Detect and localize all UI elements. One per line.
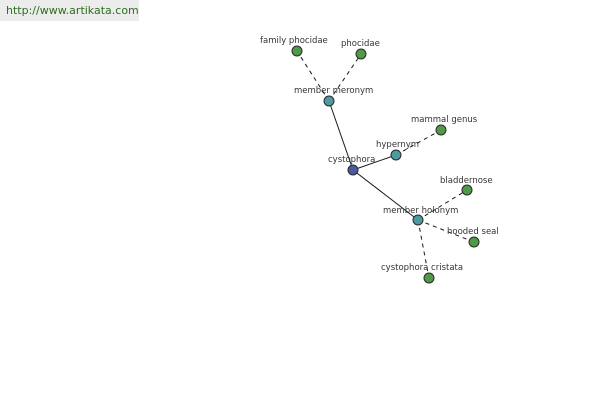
node-hooded-seal[interactable]: hooded seal	[447, 227, 499, 248]
node-mammal-genus-dot[interactable]	[435, 124, 447, 136]
node-member-holonym-label[interactable]: member holonym	[383, 206, 458, 216]
edge-center-member-holonym	[352, 169, 419, 221]
edge-meronym-phocidae	[328, 53, 362, 102]
node-family-phocidae[interactable]: family phocidae	[260, 36, 328, 57]
node-hooded-seal-label[interactable]: hooded seal	[447, 227, 499, 237]
node-mammal-genus[interactable]: mammal genus	[411, 115, 478, 136]
edge-holonym-bladdernose	[417, 189, 468, 221]
node-cystophora-dot[interactable]	[347, 164, 359, 176]
node-bladdernose-label[interactable]: bladdernose	[440, 176, 493, 186]
node-bladdernose-dot[interactable]	[461, 184, 473, 196]
edge-holonym-hooded-seal	[417, 219, 475, 243]
node-cystophora-label[interactable]: cystophora	[328, 155, 375, 165]
node-phocidae[interactable]: phocidae	[341, 39, 380, 60]
node-phocidae-dot[interactable]	[355, 48, 367, 60]
node-member-meronym-label[interactable]: member meronym	[294, 86, 373, 96]
edge-hypernym-mammal-genus	[395, 129, 442, 156]
edges-layer	[296, 50, 475, 279]
node-hooded-seal-dot[interactable]	[468, 236, 480, 248]
edge-center-hypernym	[352, 154, 397, 171]
node-cystophora-cristata[interactable]: cystophora cristata	[381, 263, 463, 284]
node-cystophora-cristata-dot[interactable]	[423, 272, 435, 284]
node-member-meronym[interactable]: member meronym	[294, 86, 373, 107]
node-hypernym[interactable]: hypernym	[376, 140, 419, 161]
node-bladdernose[interactable]: bladdernose	[440, 176, 493, 196]
node-family-phocidae-label[interactable]: family phocidae	[260, 36, 328, 46]
node-member-meronym-dot[interactable]	[323, 95, 335, 107]
node-member-holonym[interactable]: member holonym	[383, 206, 458, 226]
node-phocidae-label[interactable]: phocidae	[341, 39, 380, 49]
node-cystophora-cristata-label[interactable]: cystophora cristata	[381, 263, 463, 273]
node-hypernym-label[interactable]: hypernym	[376, 140, 419, 150]
node-mammal-genus-label[interactable]: mammal genus	[411, 115, 478, 125]
node-family-phocidae-dot[interactable]	[291, 45, 303, 57]
edge-holonym-cystophora-cristata	[417, 219, 430, 279]
node-member-holonym-dot[interactable]	[412, 214, 424, 226]
edge-meronym-family-phocidae	[296, 50, 330, 102]
node-cystophora[interactable]: cystophora	[328, 155, 375, 176]
edge-center-member-meronym	[328, 100, 354, 171]
nodes-layer: cystophora member meronym hypernym membe…	[260, 36, 499, 284]
site-url-link[interactable]: http://www.artikata.com	[0, 0, 139, 21]
node-hypernym-dot[interactable]	[390, 149, 402, 161]
